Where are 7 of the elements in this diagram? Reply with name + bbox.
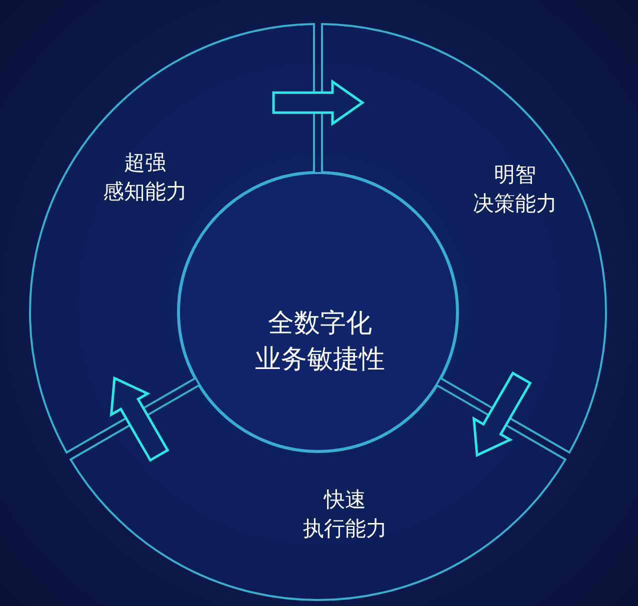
center-label: 全数字化业务敏捷性 (255, 308, 385, 377)
segment-label: 快速执行能力 (303, 486, 387, 543)
block-arrow (472, 371, 532, 458)
block-arrow (110, 376, 170, 462)
segment-label: 超强感知能力 (103, 150, 187, 206)
block-arrow (272, 79, 365, 126)
segment-label: 明智决策能力 (473, 162, 557, 218)
